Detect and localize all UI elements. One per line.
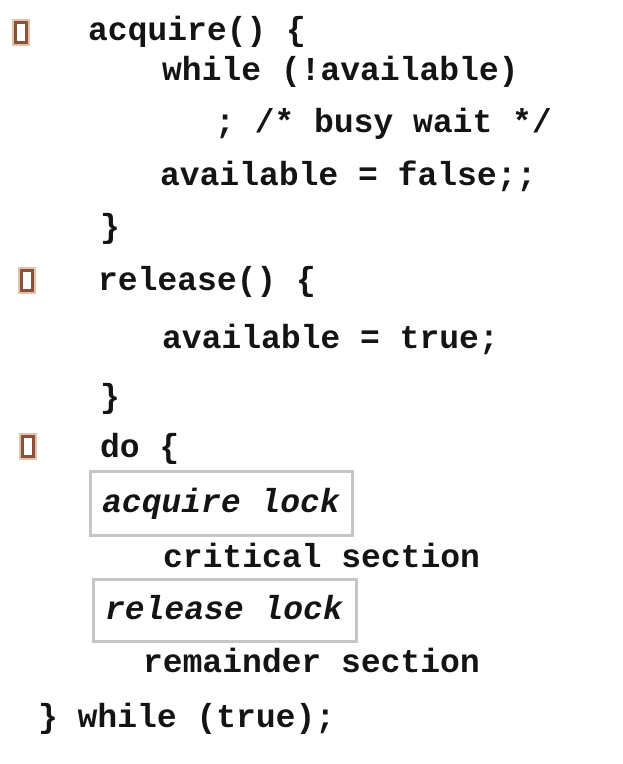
code-line-while: while (!available)	[162, 53, 519, 90]
code-line-do-header: do {	[100, 430, 180, 467]
code-line-acquire-header: acquire() {	[88, 13, 306, 50]
code-line-busy-wait-comment: ; /* busy wait */	[215, 105, 552, 142]
code-line-do-while-footer: } while (true);	[38, 700, 336, 737]
square-bullet-icon	[20, 269, 34, 292]
code-line-set-unavailable: available = false;;	[160, 158, 537, 195]
acquire-lock-label: acquire lock	[102, 485, 340, 522]
code-line-release-header: release() {	[98, 263, 316, 300]
acquire-lock-box: acquire lock	[89, 470, 354, 537]
code-line-release-close-brace: }	[100, 380, 120, 417]
code-line-acquire-close-brace: }	[100, 210, 120, 247]
code-line-critical-section: critical section	[163, 540, 480, 577]
code-line-remainder-section: remainder section	[143, 645, 480, 682]
square-bullet-icon	[14, 21, 28, 44]
code-line-set-available: available = true;	[162, 321, 499, 358]
release-lock-label: release lock	[105, 592, 343, 629]
square-bullet-icon	[21, 435, 35, 458]
release-lock-box: release lock	[92, 578, 358, 643]
